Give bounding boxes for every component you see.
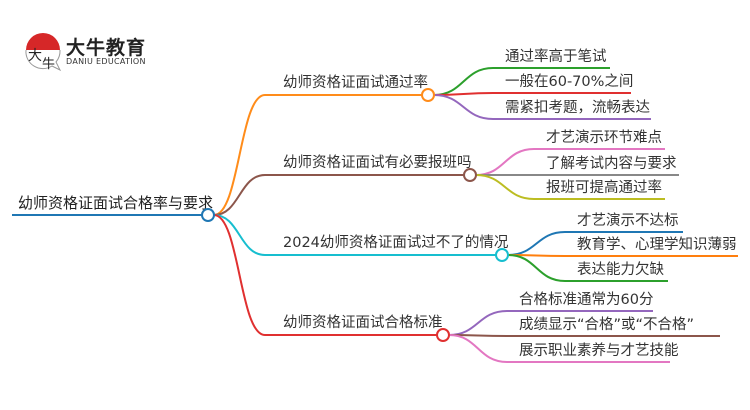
- logo-name: 大牛教育: [66, 37, 147, 59]
- branch-connector: [213, 214, 266, 336]
- leaf-connector: [475, 148, 535, 176]
- leaf-connector: [433, 67, 494, 96]
- leaf-label: 才艺演示环节难点: [546, 129, 662, 146]
- branch-label: 幼师资格证面试有必要报班吗: [283, 154, 472, 171]
- svg-text:大: 大: [28, 48, 42, 64]
- leaf-label: 教育学、心理学知识薄弱: [577, 236, 737, 253]
- leaf-label: 才艺演示不达标: [577, 212, 679, 229]
- leaf-label: 表达能力欠缺: [577, 261, 664, 278]
- collapse-node-toggle[interactable]: [436, 328, 450, 342]
- leaf-connector: [448, 334, 508, 363]
- collapse-node-toggle[interactable]: [495, 248, 509, 262]
- leaf-connector: [507, 231, 566, 256]
- leaf-label: 报班可提高通过率: [546, 179, 662, 196]
- logo-subtitle: DANIU EDUCATION: [66, 57, 146, 66]
- leaf-label: 合格标准通常为60分: [519, 291, 653, 308]
- leaf-connector: [433, 94, 494, 120]
- leaf-connector: [448, 310, 508, 336]
- branch-connector: [213, 174, 266, 216]
- root-node-toggle[interactable]: [201, 208, 215, 222]
- branch-label: 幼师资格证面试合格标准: [283, 314, 443, 331]
- logo-mark: 大 牛: [22, 30, 64, 76]
- svg-text:牛: 牛: [42, 57, 55, 72]
- branch-label: 幼师资格证面试通过率: [283, 74, 428, 91]
- leaf-label: 成绩显示“合格”或“不合格”: [519, 316, 694, 333]
- leaf-connector: [475, 174, 535, 200]
- leaf-label: 一般在60-70%之间: [505, 73, 633, 90]
- collapse-node-toggle[interactable]: [463, 168, 477, 182]
- branch-label: 2024幼师资格证面试过不了的情况: [283, 234, 509, 251]
- branch-connector: [213, 94, 266, 216]
- leaf-label: 展示职业素养与才艺技能: [519, 342, 679, 359]
- leaf-connector: [507, 254, 566, 282]
- root-label: 幼师资格证面试合格率与要求: [18, 194, 213, 212]
- leaf-label: 通过率高于笔试: [505, 48, 607, 65]
- leaf-label: 需紧扣考题，流畅表达: [505, 99, 650, 116]
- branch-connector: [213, 214, 266, 256]
- collapse-node-toggle[interactable]: [421, 88, 435, 102]
- leaf-label: 了解考试内容与要求: [546, 155, 677, 172]
